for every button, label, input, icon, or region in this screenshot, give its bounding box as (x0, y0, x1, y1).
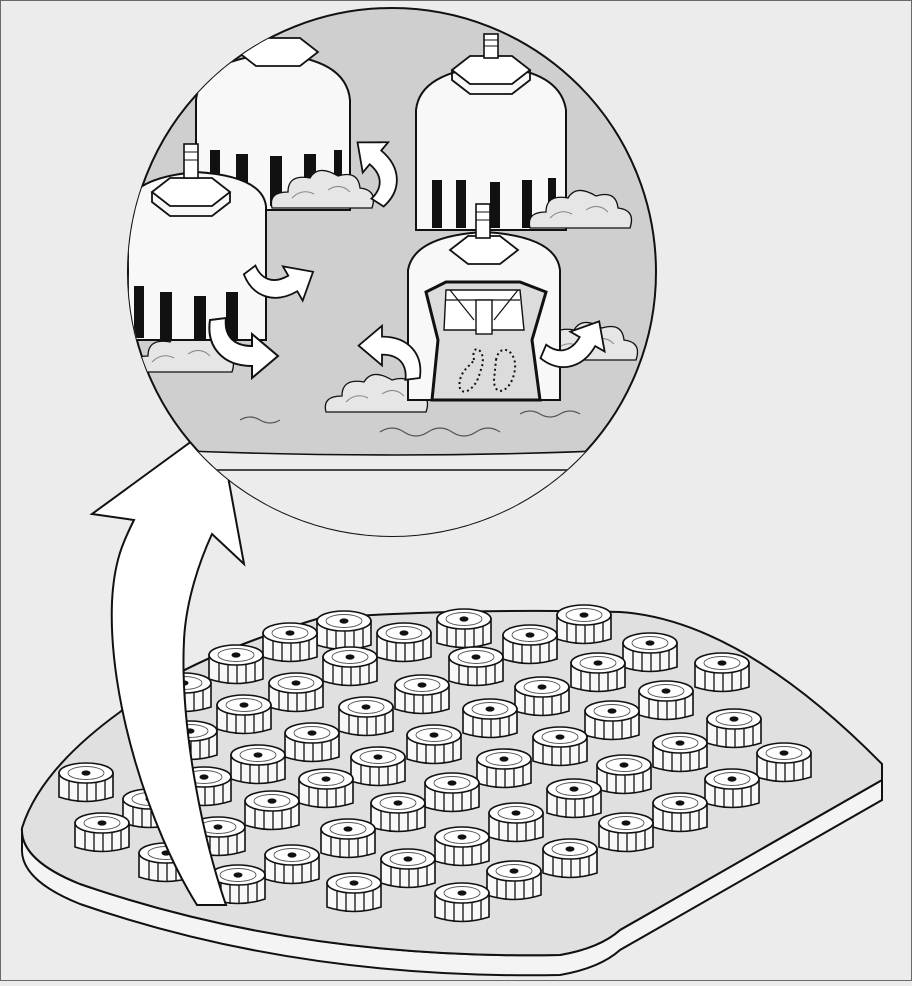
bubble-cap-icon (434, 826, 490, 867)
bubble-cap-icon (434, 882, 490, 923)
bubble-cap-icon (652, 792, 708, 833)
bubble-cap-icon (244, 790, 300, 831)
bubble-cap-icon (570, 652, 626, 693)
bubble-cap-icon (502, 624, 558, 665)
bubble-cap-icon (298, 768, 354, 809)
bubble-cap-icon (584, 700, 640, 741)
bubble-cap-icon (546, 778, 602, 819)
bubble-cap-icon (424, 772, 480, 813)
bubble-cap-icon (350, 746, 406, 787)
bubble-cap-icon (316, 610, 372, 651)
bubble-cap-icon (694, 652, 750, 693)
bubble-cap-icon (74, 812, 130, 853)
bubble-cap-icon (622, 632, 678, 673)
liquid-droplet-icon (458, 348, 484, 393)
bubble-cap-icon (706, 708, 762, 749)
bubble-cap-icon (394, 674, 450, 715)
bubble-cap-cutaway (407, 203, 561, 402)
bubble-cap-icon (320, 818, 376, 859)
bubble-cap-icon (326, 872, 382, 913)
bubble-cap-icon (596, 754, 652, 795)
bubble-cap-detail-back-right (415, 33, 567, 231)
bubble-cap-icon (486, 860, 542, 901)
bubble-cap-icon (338, 696, 394, 737)
bubble-cap-icon (58, 762, 114, 803)
bubble-cap-icon (462, 698, 518, 739)
bubble-cap-icon (704, 768, 760, 809)
bubble-cap-icon (268, 672, 324, 713)
bubble-cap-icon (542, 838, 598, 879)
bubble-cap-icon (216, 694, 272, 735)
bubble-cap-icon (380, 848, 436, 889)
bubble-cap-icon (448, 646, 504, 687)
bubble-cap-icon (230, 744, 286, 785)
bubble-cap-icon (436, 608, 492, 649)
bubble-cap-icon (514, 676, 570, 717)
bubble-cap-icon (556, 604, 612, 645)
bubble-cap-icon (476, 748, 532, 789)
bubble-cap-icon (406, 724, 462, 765)
bubble-cap-icon (264, 844, 320, 885)
bubble-cap-icon (532, 726, 588, 767)
bubble-cap-icon (756, 742, 812, 783)
zoom-arrow-icon (89, 420, 246, 906)
bubble-cap-icon (598, 812, 654, 853)
bubble-cap-icon (370, 792, 426, 833)
bubble-cap-icon (638, 680, 694, 721)
bubble-cap-icon (376, 622, 432, 663)
bubble-cap-icon (284, 722, 340, 763)
bubble-cap-icon (322, 646, 378, 687)
bubble-cap-icon (652, 732, 708, 773)
bubble-cap-icon (208, 644, 264, 685)
bubble-cap-icon (488, 802, 544, 843)
bubble-cap-icon (262, 622, 318, 663)
bubble-cap-detail-front-left (128, 143, 267, 341)
